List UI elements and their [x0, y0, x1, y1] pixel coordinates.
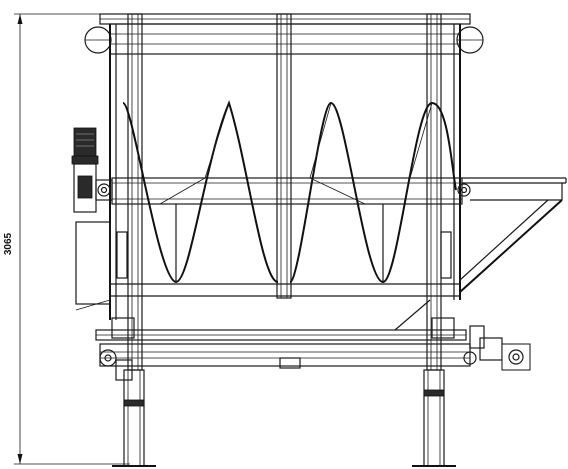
left-pulley — [99, 349, 117, 367]
motor-assembly — [71, 127, 113, 311]
right-leg — [423, 369, 445, 467]
support-legs — [112, 369, 456, 467]
side-cover — [75, 221, 111, 305]
top-frame — [84, 13, 484, 55]
lower-conveyor — [95, 317, 531, 381]
motor-housing — [73, 127, 97, 157]
vertical-posts — [116, 13, 452, 371]
dimension-arrow-top — [17, 14, 23, 24]
drive-motor — [501, 343, 531, 371]
dimension-label: 3065 — [3, 232, 14, 255]
left-leg — [123, 369, 145, 467]
dimension-arrow-bottom — [17, 454, 23, 464]
screw-flights — [122, 100, 457, 284]
hopper-body — [109, 24, 461, 320]
discharge-chute — [394, 177, 567, 331]
